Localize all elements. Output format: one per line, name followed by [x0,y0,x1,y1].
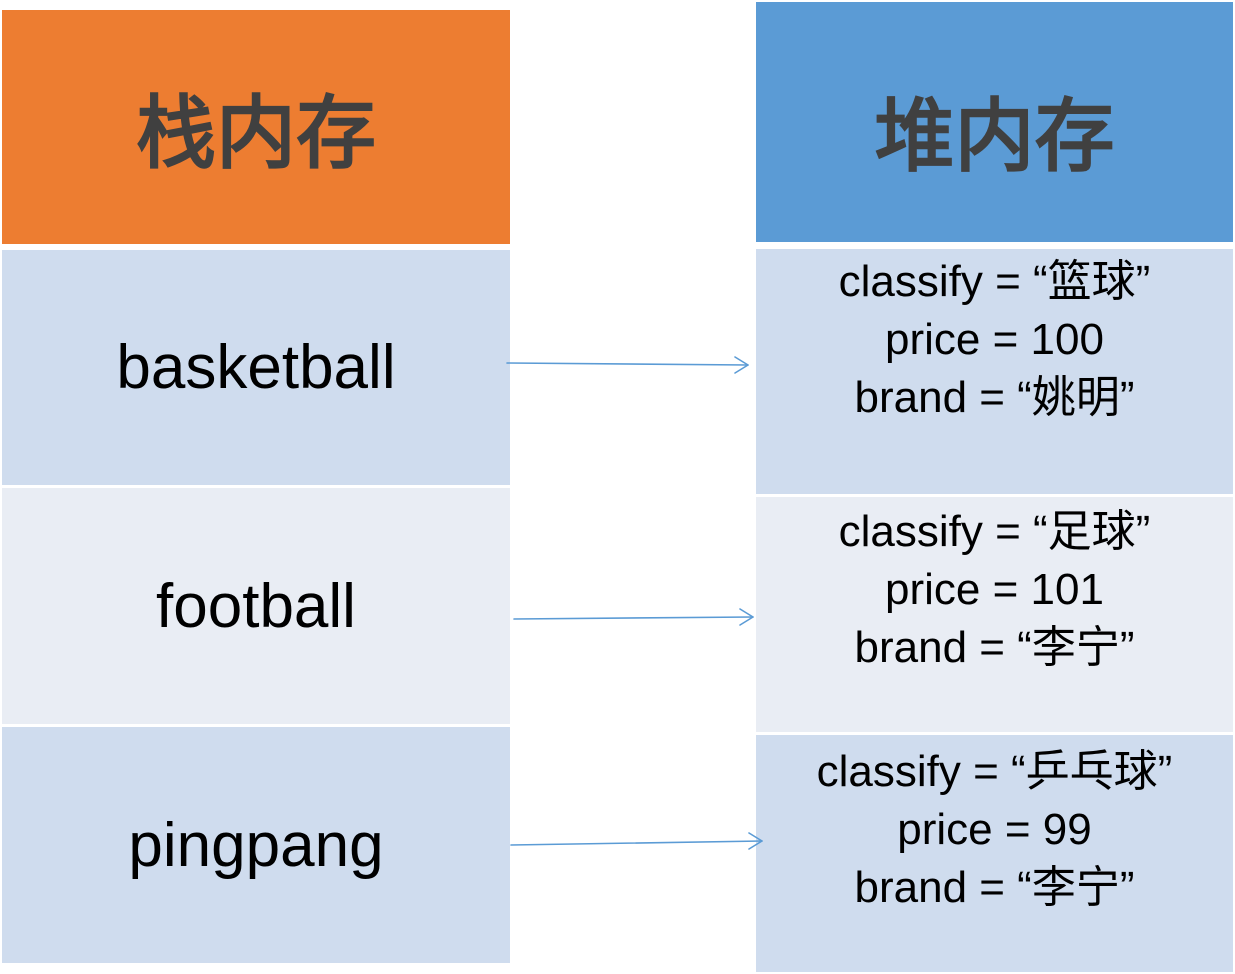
heap-field-classify: classify = “篮球” [838,257,1151,306]
heap-field-brand: brand = “姚明” [854,373,1135,422]
stack-memory-title: 栈内存 [136,87,376,180]
heap-memory-title: 堆内存 [874,90,1115,183]
heap-object-basketball: classify = “篮球” price = 100 brand = “姚明” [756,249,1233,494]
stack-variable-football: football [2,488,510,724]
arrow-football-to-heap [513,608,754,626]
heap-field-price: price = 101 [885,565,1104,614]
heap-object-football: classify = “足球” price = 101 brand = “李宁” [756,497,1233,732]
heap-object-pingpang: classify = “乒乓球” price = 99 brand = “李宁” [756,735,1233,972]
heap-field-brand: brand = “李宁” [854,863,1135,912]
heap-field-classify: classify = “足球” [838,507,1151,556]
heap-field-classify: classify = “乒乓球” [816,747,1173,796]
heap-field-price: price = 100 [885,315,1104,364]
arrow-basketball-to-heap [506,356,749,374]
stack-variable-label: football [156,571,356,641]
heap-memory-header: 堆内存 [756,2,1233,242]
heap-field-brand: brand = “李宁” [854,623,1135,672]
stack-memory-header: 栈内存 [2,10,510,244]
arrow-pingpang-to-heap [510,832,763,850]
stack-variable-basketball: basketball [2,250,510,485]
stack-variable-label: basketball [116,333,396,402]
stack-variable-pingpang: pingpang [2,727,510,963]
heap-field-price: price = 99 [897,805,1092,854]
stack-variable-label: pingpang [128,810,384,880]
